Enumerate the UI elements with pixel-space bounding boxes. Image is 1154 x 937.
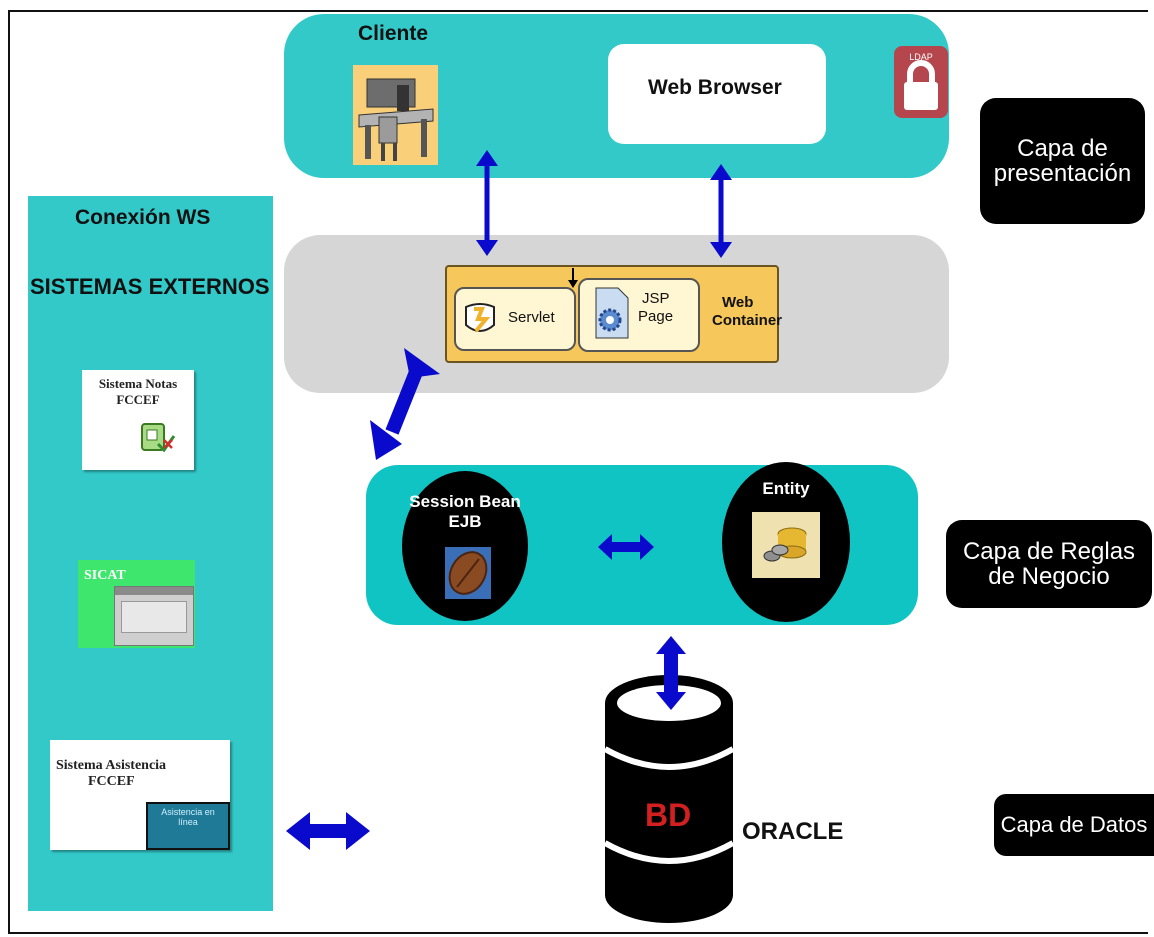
external-systems-title: SISTEMAS EXTERNOS (30, 274, 270, 299)
layer-presentacion: Capa de presentación (980, 98, 1145, 224)
sistema-notas-line2: FCCEF (116, 392, 160, 407)
jsp-label-line2: Page (638, 308, 674, 325)
conexion-ws-label: Conexión WS (75, 206, 211, 229)
arrow-session-entity (598, 534, 654, 560)
sicat-screenshot-icon (114, 586, 194, 646)
diagram-frame (8, 10, 1148, 934)
coffee-bean-icon (445, 547, 491, 599)
jsp-box: JSP Page (578, 278, 700, 352)
servlet-label: Servlet (508, 309, 555, 326)
entity-db-icon (752, 512, 820, 578)
entity-circle: Entity (722, 462, 850, 622)
arrow-web-business-diagonal (370, 348, 440, 460)
web-container-label-line2: Container (712, 312, 783, 329)
web-browser-box (608, 44, 826, 144)
session-bean-label-line1: Session Bean (409, 492, 521, 511)
ldap-lock-icon: LDAP (894, 46, 948, 118)
jsp-page-icon (595, 287, 629, 339)
jsp-label-line1: JSP (642, 290, 670, 307)
sistema-notas-card: Sistema Notas FCCEF (82, 370, 194, 470)
workstation-icon (353, 65, 438, 165)
bd-label: BD (645, 797, 692, 833)
arrow-client-web-left (476, 150, 498, 256)
servlet-box: Servlet (454, 287, 576, 351)
web-browser-label: Web Browser (648, 76, 782, 99)
entity-label: Entity (762, 479, 810, 498)
arrow-browser-web-right (710, 164, 732, 258)
servlet-icon (465, 303, 495, 333)
layer-reglas-line2: de Negocio (988, 563, 1110, 590)
checklist-icon (141, 423, 176, 453)
sistema-asistencia-line1: Sistema Asistencia (56, 758, 167, 773)
sicat-card: SICAT (78, 560, 195, 648)
sistema-notas-line1: Sistema Notas (98, 376, 178, 391)
layer-presentacion-line2: presentación (993, 160, 1132, 187)
layer-datos: Capa de Datos (994, 794, 1154, 856)
arrow-business-database (656, 636, 686, 710)
session-bean-circle: Session Bean EJB (402, 471, 528, 621)
database-cylinder-icon: BD (603, 673, 735, 925)
layer-reglas-line1: Capa de Reglas (962, 537, 1136, 565)
sistema-asistencia-line2: FCCEF (88, 774, 135, 789)
layer-datos-label: Capa de Datos (1000, 812, 1148, 838)
sicat-label: SICAT (84, 568, 126, 583)
session-bean-label-line2: EJB (448, 512, 482, 531)
layer-presentacion-line1: Capa de (1017, 134, 1108, 162)
layer-reglas-negocio: Capa de Reglas de Negocio (946, 520, 1152, 608)
arrow-into-servlet (568, 268, 578, 288)
arrow-external-connection (286, 812, 370, 850)
web-container-label-line1: Web (722, 294, 754, 311)
client-title: Cliente (358, 22, 429, 45)
asistencia-screen-icon: Asistencia en línea (146, 802, 230, 850)
oracle-label: ORACLE (742, 818, 844, 845)
asistencia-screen-label: Asistencia en línea (161, 807, 215, 827)
ldap-label: LDAP (909, 52, 933, 62)
sistema-asistencia-card: Sistema Asistencia FCCEF Asistencia en l… (50, 740, 230, 850)
